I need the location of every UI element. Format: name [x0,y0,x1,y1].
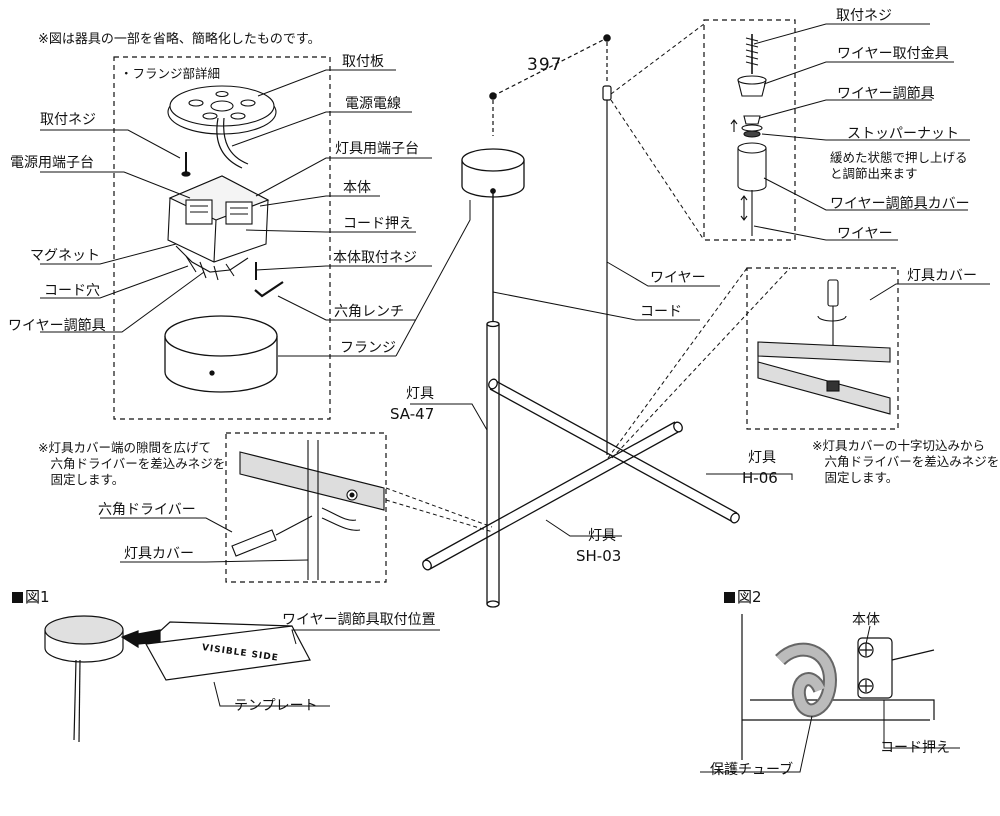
label-lamp-cover-left: 灯具カバー [124,546,194,562]
label-cord-clamp: コード押え [343,216,413,232]
label-lamp-a-code: SA-47 [390,405,435,423]
label-lamp-c: 灯具 [588,528,616,544]
label-mount-screw: 取付ネジ [40,112,96,128]
label-lamp-a: 灯具 [406,386,434,402]
label-magnet: マグネット [30,248,100,264]
label-fig2-body: 本体 [852,612,880,628]
figure1-parts [44,615,311,743]
dimension-line [489,34,611,136]
header-note: ※図は器具の一部を省略、簡略化したものです。 [38,32,321,47]
label-flange: フランジ [340,340,396,356]
note-right-cover: ※灯具カバーの十字切込みから 六角ドライバーを差込みネジを 固定します。 [812,438,1000,485]
label-template: テンプレート [234,698,318,714]
label-main-wire: ワイヤー [650,270,706,286]
label-hex-wrench: 六角レンチ [334,304,404,320]
figure1-square-icon [12,592,23,603]
leader-lines [40,23,990,773]
flange-part [164,315,278,393]
label-wd-wire-adjuster: ワイヤー調節具 [837,86,935,102]
hex-wrench-part [254,281,284,298]
label-fig2-cord-clamp: コード押え [880,740,950,756]
label-power-terminal: 電源用端子台 [10,155,94,171]
note-left-cover: ※灯具カバー端の隙間を広げて 六角ドライバーを差込みネジを 固定します。 [38,440,226,487]
label-fig2-tube: 保護チューブ [710,762,794,778]
label-wire-adjuster-position: ワイヤー調節具取付位置 [282,612,436,628]
figure2-title-text: 図2 [737,588,762,606]
flange-detail-title: ・フランジ部詳細 [120,66,221,81]
dimension-397: 397 [527,55,563,75]
wire-detail-frame [703,19,796,241]
label-wd-mount-screw: 取付ネジ [836,8,892,24]
label-wd-adjuster-cover: ワイヤー調節具カバー [830,196,970,212]
lamp-sa47 [486,320,500,608]
wire-adjuster-small [602,85,612,101]
mount-screw-part [181,152,191,177]
label-hex-driver: 六角ドライバー [98,502,196,518]
label-lamp-b-code: H-06 [742,469,778,487]
label-wd-wire-fitting: ワイヤー取付金具 [837,46,949,62]
label-lamp-terminal: 灯具用端子台 [335,141,419,157]
canopy [461,148,525,198]
left-cover-detail-frame [225,432,387,583]
figure2-parts [741,614,935,760]
label-lamp-cover-right: 灯具カバー [907,268,977,284]
detail-connectors [385,23,791,533]
mount-plate [167,85,277,135]
figure2-title: 図2 [724,588,762,606]
figure1-title: 図1 [12,588,50,606]
label-wire-adjuster: ワイヤー調節具 [8,318,106,334]
figure1-title-text: 図1 [25,588,50,606]
label-power-wire: 電源電線 [345,96,401,112]
lamp-h06 [488,378,740,524]
label-wd-stopper-nut: ストッパーナット [847,126,959,142]
right-cover-detail-parts [757,279,891,415]
label-lamp-b: 灯具 [748,450,776,466]
flange-detail-frame [113,56,331,420]
label-mount-plate: 取付板 [342,54,384,70]
lamp-sh03 [422,421,683,571]
figure2-square-icon [724,592,735,603]
label-cord-hole: コード穴 [44,283,100,299]
label-body: 本体 [343,180,371,196]
label-lamp-c-code: SH-03 [576,547,622,565]
label-main-cord: コード [640,304,682,320]
body-part [167,175,270,281]
label-wd-wire: ワイヤー [837,226,893,242]
wire-detail-parts [730,34,767,236]
label-body-screw: 本体取付ネジ [333,250,417,266]
right-cover-detail-frame [746,267,899,430]
note-stopper: 緩めた状態で押し上げる と調節出来ます [830,150,968,181]
power-wire [216,117,243,169]
left-cover-detail-parts [231,440,385,580]
